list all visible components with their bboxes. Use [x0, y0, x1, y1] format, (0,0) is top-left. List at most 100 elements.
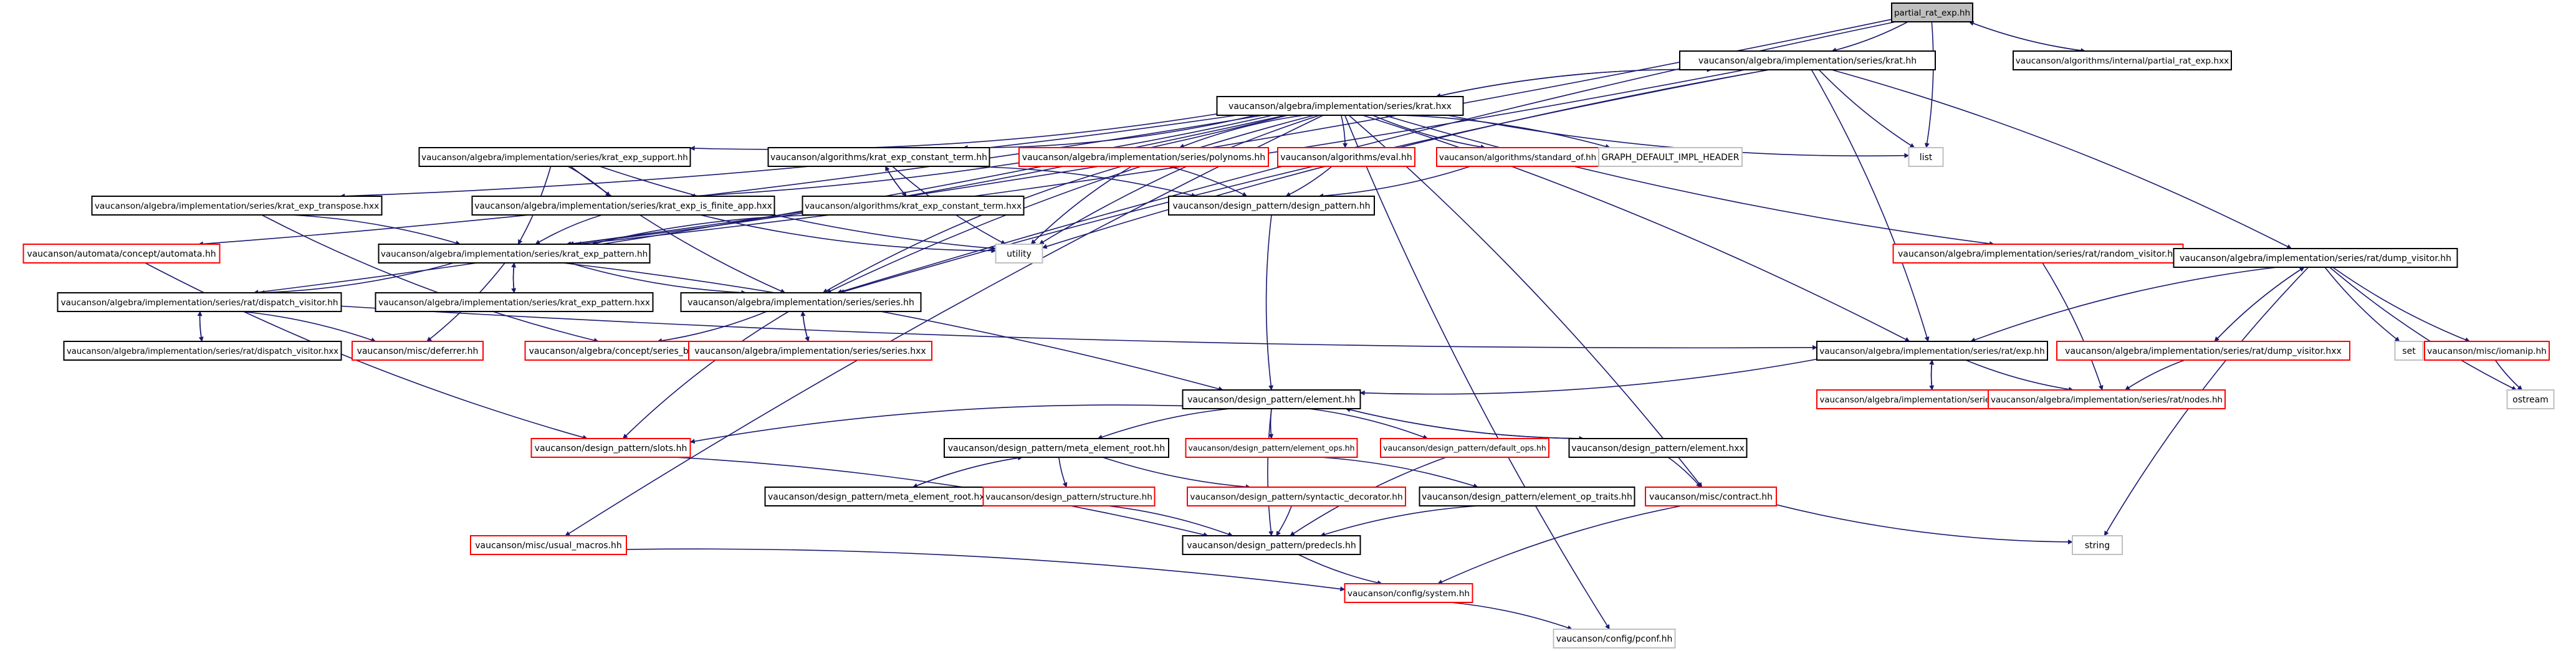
edge-dispatch_visitor_hh-to-exp_hh — [341, 305, 1817, 350]
node-box-system_hh — [1344, 583, 1473, 603]
node-box-contract_hh — [1645, 487, 1777, 506]
node-nodes_hh[interactable]: vaucanson/algebra/implementation/series/… — [1988, 389, 2226, 409]
node-box-krat_exp_is_finite_app_hxx — [471, 196, 775, 216]
node-iomanip_hh[interactable]: vaucanson/misc/iomanip.hh — [2424, 341, 2550, 361]
node-label-utility: utility — [1007, 249, 1032, 259]
node-label-nodes_hh: vaucanson/algebra/implementation/series/… — [1991, 396, 2223, 405]
node-random_visitor_hh[interactable]: vaucanson/algebra/implementation/series/… — [1892, 244, 2184, 264]
node-box-krat_exp_constant_term_hxx — [802, 196, 1025, 216]
node-krat_exp_is_finite_app_hxx[interactable]: vaucanson/algebra/implementation/series/… — [471, 196, 775, 216]
node-slots_hh[interactable]: vaucanson/design_pattern/slots.hh — [530, 438, 691, 458]
edge-krat_exp_constant_term_hxx-to-krat_exp_constant_term_hh — [884, 166, 907, 197]
node-krat_exp_support_hh[interactable]: vaucanson/algebra/implementation/series/… — [418, 147, 691, 167]
node-deferrer_hh[interactable]: vaucanson/misc/deferrer.hh — [352, 341, 484, 361]
edge-krat_hxx-to-krat_exp_support_hh — [689, 113, 1217, 151]
edge-design_pattern_hh-to-element_hh — [1265, 214, 1274, 391]
edge-dump_visitor_hh-to-exp_hh — [1970, 267, 2277, 343]
node-label-ostream: ostream — [2512, 395, 2549, 405]
node-design_pattern_hh[interactable]: vaucanson/design_pattern/design_pattern.… — [1168, 196, 1375, 216]
node-box-eval_hh — [1277, 147, 1415, 167]
node-syntactic_decorator_hh[interactable]: vaucanson/design_pattern/syntactic_decor… — [1187, 487, 1406, 506]
edge-krat_hxx-to-krat_exp_is_finite_app_hxx — [690, 115, 1273, 199]
node-usual_macros_hh[interactable]: vaucanson/misc/usual_macros.hh — [470, 535, 627, 555]
node-label-design_pattern_hh: vaucanson/design_pattern/design_pattern.… — [1172, 201, 1370, 211]
node-label-series_base_hh: vaucanson/algebra/concept/series_base.hh — [529, 346, 718, 356]
node-pconf_hh[interactable]: vaucanson/config/pconf.hh — [1553, 629, 1676, 649]
node-box-krat_exp_constant_term_hh — [767, 147, 990, 167]
edge-element_op_traits_hh-to-predecls_hh — [1320, 505, 1478, 537]
node-system_hh[interactable]: vaucanson/config/system.hh — [1344, 583, 1473, 603]
node-label-polynoms_hh: vaucanson/algebra/implementation/series/… — [1022, 153, 1265, 163]
edge-krat_exp_constant_term_hh-to-design_pattern_hh — [954, 166, 1197, 198]
node-krat_hh[interactable]: vaucanson/algebra/implementation/series/… — [1679, 50, 1936, 70]
node-krat_exp_constant_term_hh[interactable]: vaucanson/algorithms/krat_exp_constant_t… — [767, 147, 990, 167]
edge-structure_hh-to-predecls_hh — [1108, 505, 1233, 537]
node-krat_exp_transpose_hxx[interactable]: vaucanson/algebra/implementation/series/… — [91, 196, 383, 216]
edge-krat_hh-to-dump_visitor_hh — [1831, 69, 2292, 249]
node-list[interactable]: list — [1908, 147, 1944, 167]
node-partial_rat_exp_hxx[interactable]: vaucanson/algorithms/internal/partial_ra… — [2013, 50, 2232, 70]
node-polynoms_hh[interactable]: vaucanson/algebra/implementation/series/… — [1018, 147, 1269, 167]
node-box-string — [2072, 535, 2123, 555]
node-box-partial_rat_exp_hxx — [2013, 50, 2232, 70]
node-label-krat_exp_support_hh: vaucanson/algebra/implementation/series/… — [421, 153, 688, 163]
node-box-design_pattern_hh — [1168, 196, 1375, 216]
node-structure_hh[interactable]: vaucanson/design_pattern/structure.hh — [982, 487, 1156, 506]
node-eval_hh[interactable]: vaucanson/algorithms/eval.hh — [1277, 147, 1415, 167]
node-automata_hh[interactable]: vaucanson/automata/concept/automata.hh — [22, 244, 221, 264]
edge-usual_macros_hh-to-system_hh — [626, 548, 1346, 592]
edge-dump_visitor_hh-to-iomanip_hh — [2332, 267, 2471, 343]
node-utility[interactable]: utility — [995, 244, 1043, 264]
edge-krat_exp_support_hh-to-utility — [599, 166, 997, 251]
node-element_op_traits_hh[interactable]: vaucanson/design_pattern/element_op_trai… — [1419, 487, 1635, 506]
edge-krat_hh-to-utility — [1041, 69, 1769, 249]
node-series_hh[interactable]: vaucanson/algebra/implementation/series/… — [680, 292, 922, 312]
edge-krat_exp_support_hh-to-krat_exp_is_finite_app_hxx — [567, 166, 611, 197]
edge-polynoms_hh-to-design_pattern_hh — [1168, 166, 1248, 197]
edge-polynoms_hh-to-utility — [1030, 166, 1132, 245]
node-element_hxx[interactable]: vaucanson/design_pattern/element.hxx — [1568, 438, 1748, 458]
node-contract_hh[interactable]: vaucanson/misc/contract.hh — [1645, 487, 1777, 506]
node-dump_visitor_hxx[interactable]: vaucanson/algebra/implementation/series/… — [2056, 341, 2350, 361]
node-exp_hh[interactable]: vaucanson/algebra/implementation/series/… — [1816, 341, 2048, 361]
node-string[interactable]: string — [2072, 535, 2123, 555]
node-box-krat_hh — [1679, 50, 1936, 70]
node-krat_exp_constant_term_hxx[interactable]: vaucanson/algorithms/krat_exp_constant_t… — [802, 196, 1025, 216]
node-dump_visitor_hh[interactable]: vaucanson/algebra/implementation/series/… — [2173, 248, 2458, 268]
node-label-default_ops_hh: vaucanson/design_pattern/default_ops.hh — [1383, 444, 1546, 453]
node-label-set: set — [2402, 346, 2416, 356]
edge-krat_hxx-to-krat_hh — [1435, 67, 1712, 97]
node-standard_of_hh[interactable]: vaucanson/algorithms/standard_of.hh — [1436, 147, 1599, 167]
node-krat_exp_pattern_hxx[interactable]: vaucanson/algebra/implementation/series/… — [375, 292, 654, 312]
node-element_ops_hh[interactable]: vaucanson/design_pattern/element_ops.hh — [1185, 438, 1358, 458]
node-dispatch_visitor_hxx[interactable]: vaucanson/algebra/implementation/series/… — [63, 341, 342, 361]
node-set[interactable]: set — [2394, 341, 2424, 361]
node-label-krat_exp_is_finite_app_hxx: vaucanson/algebra/implementation/series/… — [474, 201, 772, 211]
node-partial_rat_exp_hh[interactable]: partial_rat_exp.hh — [1891, 2, 1973, 22]
edge-meta_element_root_hxx-to-meta_element_root_hh — [912, 455, 1023, 488]
edge-krat_exp_pattern_hh-to-dispatch_visitor_hh — [259, 262, 454, 295]
node-box-predecls_hh — [1182, 535, 1361, 555]
edge-partial_rat_exp_hh-to-list — [1924, 21, 1934, 148]
node-default_ops_hh[interactable]: vaucanson/design_pattern/default_ops.hh — [1380, 438, 1549, 458]
node-label-meta_element_root_hxx: vaucanson/design_pattern/meta_element_ro… — [768, 492, 990, 502]
node-ostream[interactable]: ostream — [2506, 389, 2555, 409]
node-dispatch_visitor_hh[interactable]: vaucanson/algebra/implementation/series/… — [57, 292, 342, 312]
node-predecls_hh[interactable]: vaucanson/design_pattern/predecls.hh — [1182, 535, 1361, 555]
node-label-krat_hxx: vaucanson/algebra/implementation/series/… — [1228, 102, 1452, 112]
node-element_hh[interactable]: vaucanson/design_pattern/element.hh — [1182, 389, 1361, 409]
node-label-krat_exp_pattern_hh: vaucanson/algebra/implementation/series/… — [381, 249, 648, 259]
node-graph_default_impl_header[interactable]: GRAPH_DEFAULT_IMPL_HEADER — [1598, 147, 1743, 167]
node-meta_element_root_hh[interactable]: vaucanson/design_pattern/meta_element_ro… — [944, 438, 1169, 458]
node-series_hxx[interactable]: vaucanson/algebra/implementation/series/… — [688, 341, 932, 361]
edge-element_hxx-to-contract_hh — [1667, 457, 1702, 488]
edge-partial_rat_exp_hxx-to-partial_rat_exp_hh — [1968, 21, 2085, 52]
node-box-slots_hh — [530, 438, 691, 458]
node-krat_hxx[interactable]: vaucanson/algebra/implementation/series/… — [1216, 96, 1464, 116]
node-krat_exp_pattern_hh[interactable]: vaucanson/algebra/implementation/series/… — [378, 244, 651, 264]
node-label-slots_hh: vaucanson/design_pattern/slots.hh — [535, 444, 687, 454]
node-box-syntactic_decorator_hh — [1187, 487, 1406, 506]
node-meta_element_root_hxx[interactable]: vaucanson/design_pattern/meta_element_ro… — [764, 487, 994, 506]
node-box-usual_macros_hh — [470, 535, 627, 555]
